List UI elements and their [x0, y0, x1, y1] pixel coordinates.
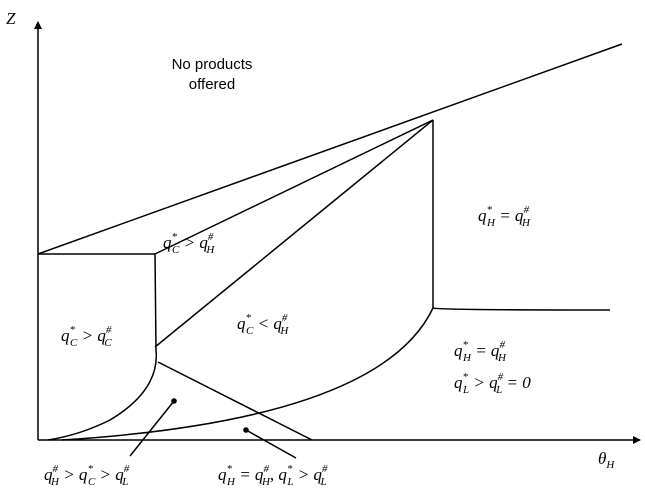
right-curve — [432, 307, 611, 311]
label-lower-right-1: q*H = q#H — [454, 339, 507, 364]
pointer-bottom-right — [245, 429, 297, 459]
label-no-products-line1: No products — [172, 56, 253, 73]
pointer-bottom-left — [129, 400, 175, 457]
lower-diagonal — [157, 361, 313, 441]
label-middle-lower: q*C < q#H — [237, 312, 289, 337]
label-no-products-line2: offered — [189, 76, 235, 93]
y-axis-label: Z — [6, 9, 16, 28]
label-lower-right-2: q*L > q#L = 0 — [454, 371, 531, 396]
label-middle-upper: q*C > q#H — [163, 231, 215, 256]
pointer-dot-bottom-left — [171, 398, 177, 404]
label-left: q*C > q#C — [61, 324, 112, 349]
label-bottom-left: q#H > q*C > q#L — [44, 463, 130, 488]
label-bottom-right: q*H = q#H, q*L > q#L — [218, 463, 328, 488]
pointer-dot-bottom-right — [243, 427, 249, 433]
upper-boundary-line — [37, 43, 623, 255]
central-vertical-curve — [47, 253, 158, 441]
label-top-right: q*H = q#H — [478, 204, 531, 229]
line-to-apex-diagonal — [154, 119, 434, 348]
bottom-sweep-curve — [61, 307, 434, 441]
x-axis-label: θH — [598, 449, 615, 471]
line-to-apex-upper — [154, 119, 434, 255]
